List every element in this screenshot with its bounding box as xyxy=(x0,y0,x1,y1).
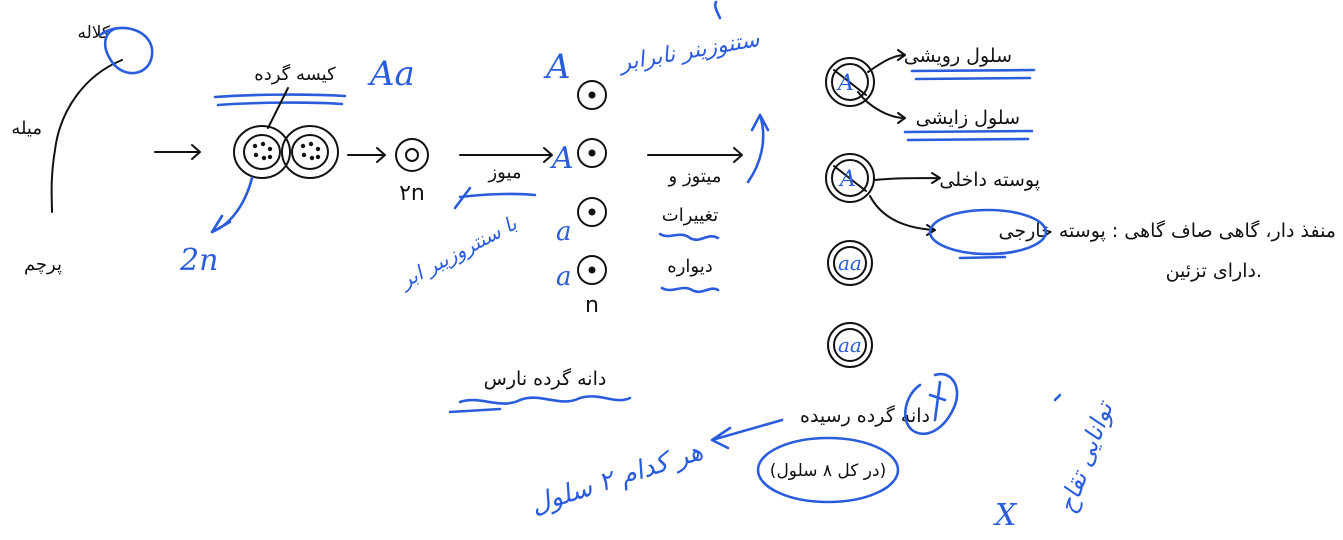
arrow-sac-to-cell xyxy=(347,147,386,163)
microspore-column: n A A a a xyxy=(543,47,607,318)
mature-pollen-label: دانه گرده رسیده xyxy=(800,404,930,427)
immature-pollen-group: دانه گرده نارس xyxy=(448,367,632,414)
microspore-3 xyxy=(577,197,607,227)
mature-pollen-group: دانه گرده رسیده (در کل ۸ سلول) هر کدام ۲… xyxy=(527,372,1120,533)
pollen-structure-labels: سلول رویشی سلول زایشی پوسته داخلی منفذ د… xyxy=(857,45,1336,282)
diploid-annotation: 2n xyxy=(179,243,218,278)
stamen-filament xyxy=(50,59,123,213)
changes-label: تغییرات xyxy=(662,205,718,226)
pollen-sac-label: کیسه گرده xyxy=(254,63,336,85)
vegetative-underline xyxy=(910,68,1036,81)
outer-coat-circle xyxy=(928,208,1048,256)
style-label: میله xyxy=(11,118,42,139)
pollen-grain-4: aa xyxy=(827,322,873,368)
pollen-grain-2: A xyxy=(825,153,875,203)
stigma-label: کلاله xyxy=(77,23,110,43)
wall-underline xyxy=(660,286,720,294)
generative-cell-label: سلول زایشی xyxy=(916,107,1020,129)
svg-text:A: A xyxy=(836,71,854,96)
after-meiosis-annotation: با سنتروزیبر ابر xyxy=(393,211,521,294)
each-two-cells-annotation: هر کدام ۲ سلول xyxy=(527,436,707,520)
pollen-grain-3: aa xyxy=(827,240,873,286)
microspore-4 xyxy=(577,255,607,285)
mother-cell-ploidy: ۲n xyxy=(399,181,425,206)
arrow-stamen-to-sac xyxy=(154,144,201,160)
microspore-1 xyxy=(577,80,607,110)
scribble-annotation xyxy=(904,372,959,436)
mitosis-pointer xyxy=(746,113,770,184)
cannot-divide-annotation: توانایی تقاح xyxy=(1053,396,1120,516)
allele-A-1: A xyxy=(543,47,571,87)
pollen-sac-right-lobe xyxy=(281,125,339,179)
allele-A-2: A xyxy=(549,141,574,176)
meiosis-underline xyxy=(458,192,537,199)
total-cells-label: (در کل ۸ سلول) xyxy=(770,461,886,481)
pollen-sac-underline xyxy=(213,93,347,107)
x-mark-annotation: X xyxy=(993,498,1018,533)
pollen-sac-left-lobe xyxy=(233,125,291,179)
total-cells-circle xyxy=(756,436,900,504)
pollen-sac-group: کیسه گرده Aa 2n xyxy=(179,54,415,278)
outer-coat-label: منفذ دار، گاهی صاف گاهی : پوسته خارجی xyxy=(999,219,1336,242)
mature-pointer xyxy=(710,418,784,450)
microspore-2 xyxy=(577,138,607,168)
top-annotation: ستنوزینر نابرابر xyxy=(615,27,762,77)
svg-text:aa: aa xyxy=(838,251,862,275)
stamen-label: پرچم xyxy=(24,254,62,275)
mother-cell-nucleus xyxy=(405,148,419,162)
generative-underline xyxy=(903,129,1034,142)
wall-label: دیواره xyxy=(667,256,712,277)
stamen-group: کلاله میله پرچم xyxy=(11,23,154,275)
immature-underline xyxy=(458,395,632,405)
pollen-grains-column: A A aa aa xyxy=(825,57,875,368)
mother-cell-group: ۲n xyxy=(395,138,429,206)
immature-pollen-label: دانه گرده نارس xyxy=(484,367,607,390)
genotype-annotation: Aa xyxy=(367,54,415,94)
allele-a-1: a xyxy=(556,217,572,247)
mother-cell-outer xyxy=(395,138,429,172)
pollen-sac-pointer xyxy=(267,87,289,129)
microspore-mother-cells xyxy=(252,141,321,161)
meiosis-label: میوز xyxy=(487,162,521,183)
haploid-label: n xyxy=(585,293,599,318)
mitosis-label: میتوز و xyxy=(668,166,722,187)
ornament-label: دارای تزئین. xyxy=(1166,260,1262,282)
svg-text:aa: aa xyxy=(838,333,862,357)
mitosis-arrow-group: میتوز و تغییرات دیواره ستنوزینر نابرابر xyxy=(615,0,770,294)
mitosis-underline xyxy=(658,232,720,241)
inner-coat-label: پوسته داخلی xyxy=(939,169,1040,191)
svg-text:A: A xyxy=(838,167,856,192)
anther-circle-annotation xyxy=(98,26,154,75)
allele-a-2: a xyxy=(556,262,572,292)
vegetative-cell-label: سلول رویشی xyxy=(904,45,1012,67)
pollen-grain-1: A xyxy=(825,57,875,107)
diploid-arrow-annotation xyxy=(210,176,254,234)
